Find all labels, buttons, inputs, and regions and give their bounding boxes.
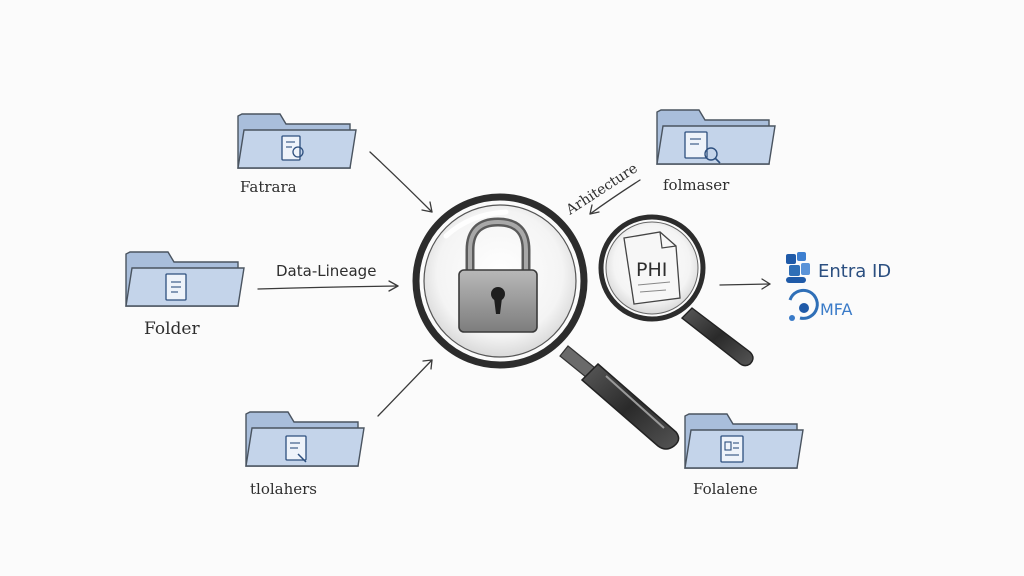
folder-label: Folder (144, 319, 200, 339)
folder-top-left[interactable]: Fatrara (237, 113, 357, 196)
entra-id-logo-icon (786, 252, 810, 283)
arrow-to-identity (719, 278, 771, 290)
magnifier-large (412, 193, 680, 450)
folder-bottom-right[interactable]: Folalene (684, 413, 804, 498)
folder-label: Folalene (693, 480, 758, 498)
magnifier-small: PHI (598, 214, 754, 367)
folder-mid-left[interactable]: Folder (125, 251, 245, 339)
arrow-bottom-left (377, 359, 433, 417)
document-icon (684, 131, 721, 164)
lineage-label: Data-Lineage (276, 262, 376, 280)
mfa[interactable]: MFA (788, 288, 853, 321)
document-icon (720, 435, 744, 463)
folder-top-right[interactable]: folmaser (656, 109, 776, 194)
arrow-lineage (257, 280, 399, 292)
document-icon (623, 231, 681, 305)
padlock-icon (458, 217, 538, 333)
document-icon (165, 273, 187, 301)
document-icon (285, 435, 307, 463)
phi-label: PHI (636, 259, 667, 281)
arrow-top-left (369, 151, 433, 213)
architecture-label: Arhitecture (563, 160, 641, 218)
folder-label: Fatrara (240, 178, 297, 196)
folder-label: tlolahers (250, 480, 317, 498)
folder-label: folmaser (663, 176, 730, 194)
mfa-icon (788, 288, 819, 321)
mfa-label: MFA (820, 300, 853, 319)
arrow-architecture (589, 179, 641, 215)
entra-id[interactable]: Entra ID (786, 252, 891, 283)
folder-bottom-left[interactable]: tlolahers (245, 411, 365, 498)
entra-id-label: Entra ID (818, 261, 891, 282)
folder-icon (684, 413, 804, 469)
document-icon (281, 135, 304, 161)
